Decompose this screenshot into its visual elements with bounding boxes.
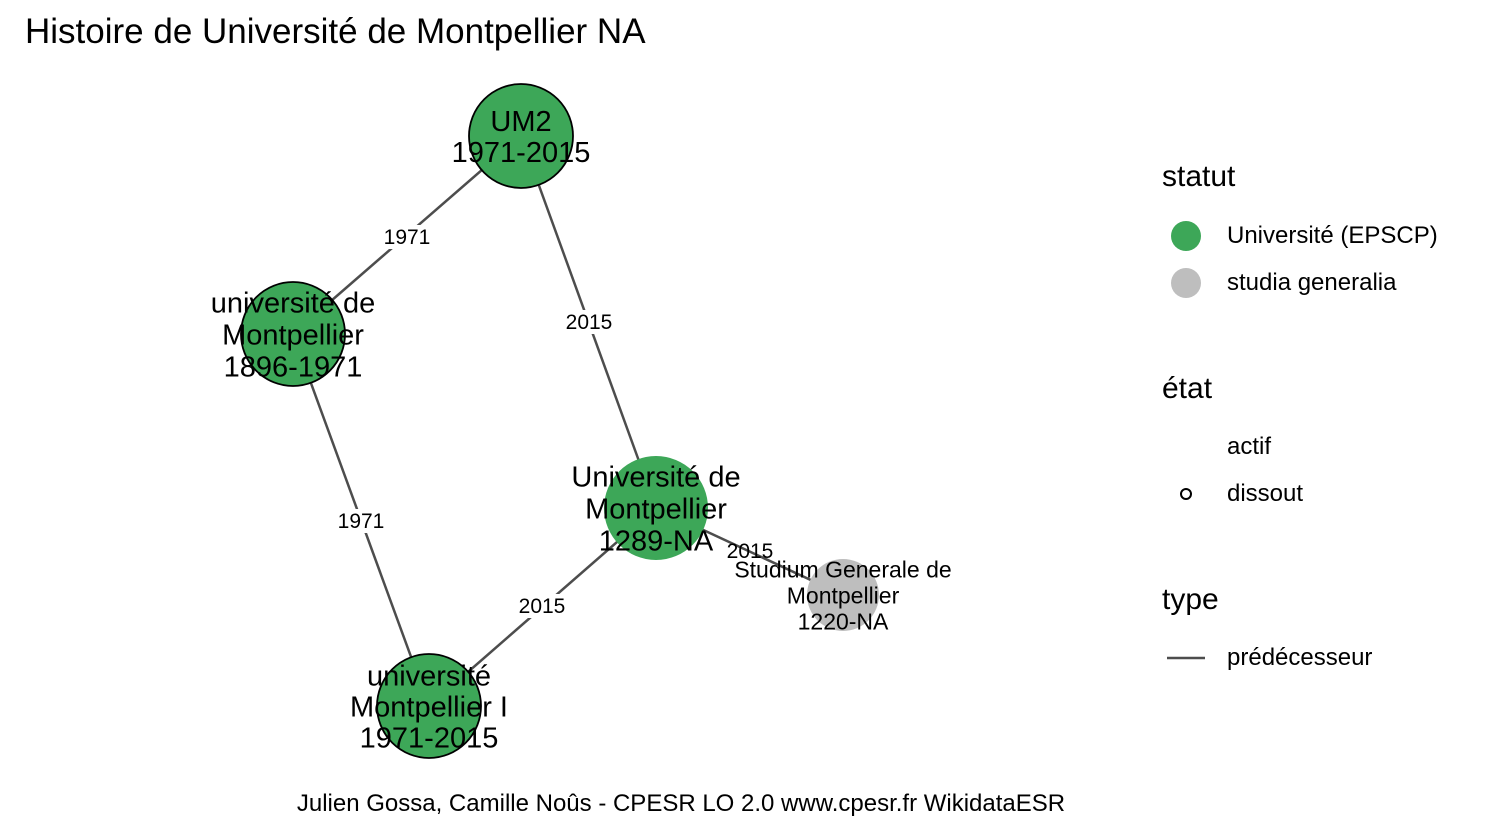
node-label-line: Montpellier: [585, 493, 727, 525]
nodes-layer: [240, 83, 879, 759]
edge-label-um-studium: 2015: [727, 540, 774, 563]
legend-item-dissout: dissout: [1162, 474, 1482, 514]
legend-type-title: type: [1162, 583, 1219, 616]
node-label-line: 1220-NA: [798, 608, 889, 634]
edge-label-bg: [381, 225, 433, 249]
node-label-line: Montpellier: [787, 582, 900, 608]
node-label-line: 1896-1971: [224, 351, 363, 383]
legend-key-universite: [1171, 221, 1201, 251]
node-label-line: Montpellier: [222, 319, 364, 351]
node-label-line: 1971-2015: [452, 137, 591, 169]
legend-item-predecesseur: prédécesseur: [1162, 638, 1482, 678]
legend-label-studia: studia generalia: [1227, 269, 1397, 296]
node-label-line: 1289-NA: [599, 525, 714, 557]
node-um2: [468, 83, 574, 189]
node-studium: [807, 559, 879, 631]
node-label-line: UM2: [490, 106, 551, 138]
node-um1: [376, 653, 482, 759]
edges-layer: [291, 135, 844, 707]
edge-label-udm1896-um2: 1971: [384, 226, 431, 249]
edge-label-um1-um: 2015: [519, 595, 566, 618]
legend-etat-title: état: [1162, 372, 1213, 405]
legend-item-universite: Université (EPSCP): [1162, 216, 1482, 256]
legend-item-studia: studia generalia: [1162, 263, 1482, 303]
node-label-line: Studium Generale de: [734, 556, 951, 582]
edge-label-bg: [335, 509, 387, 533]
node-udm1896: [240, 281, 346, 387]
node-label-line: Université de: [571, 461, 740, 493]
legend-label-universite: Université (EPSCP): [1227, 222, 1438, 249]
edge-label-bg: [516, 594, 568, 618]
chart-title: Histoire de Université de Montpellier NA: [25, 12, 646, 51]
node-um: [604, 456, 708, 560]
caption: Julien Gossa, Camille Noûs - CPESR LO 2.…: [296, 790, 1066, 817]
edge-label-um2-um: 2015: [566, 311, 613, 334]
legend-statut-title: statut: [1162, 160, 1236, 193]
node-label-line: université: [367, 660, 491, 692]
legend-label-predecesseur: prédécesseur: [1227, 644, 1373, 671]
edge-label-bg: [563, 310, 615, 334]
legend-item-actif: actif: [1162, 427, 1482, 467]
node-label-line: 1971-2015: [360, 722, 499, 754]
legend-label-actif: actif: [1227, 433, 1272, 460]
node-label-line: Montpellier I: [350, 691, 508, 723]
legend-label-dissout: dissout: [1227, 480, 1304, 507]
node-label-line: université de: [211, 287, 375, 319]
edge-label-udm1896-um1: 1971: [338, 510, 385, 533]
legend-key-studia: [1171, 268, 1201, 298]
legend-key-predecesseur: [1167, 656, 1205, 660]
legend-key-dissout: [1180, 488, 1192, 500]
